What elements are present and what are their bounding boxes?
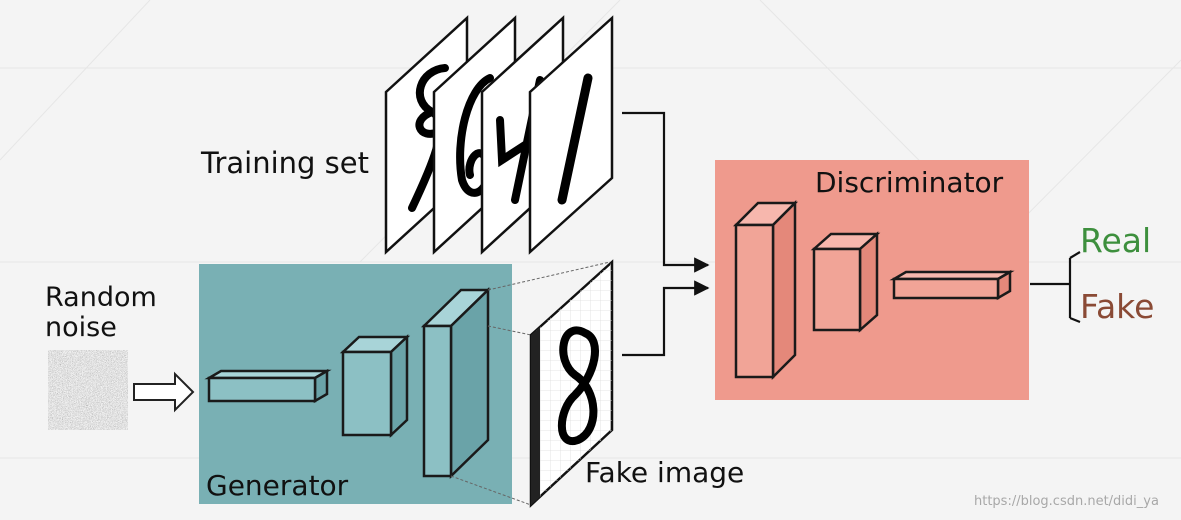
training-set-label: Training set [200, 146, 369, 180]
generator-layer-3 [424, 290, 488, 476]
discriminator-label: Discriminator [815, 166, 1004, 199]
generator-label: Generator [206, 469, 349, 502]
hollow-right-arrow-icon [134, 374, 193, 410]
fake-to-discriminator-arrow [622, 288, 708, 355]
generator-layer-2 [343, 337, 407, 435]
noise-texture-icon [48, 350, 128, 430]
random-noise-label-line1: Random [45, 282, 157, 313]
random-noise-label-line2: noise [45, 312, 117, 343]
discriminator-layer-3 [894, 272, 1010, 298]
generator-layer-1 [209, 371, 327, 401]
watermark: https://blog.csdn.net/didi_ya [974, 494, 1159, 509]
training-to-discriminator-arrow [622, 113, 708, 265]
real-output-label: Real [1080, 221, 1151, 260]
fake-image-label: Fake image [585, 456, 744, 489]
fake-output-label: Fake [1080, 287, 1154, 326]
discriminator-layer-2 [814, 234, 877, 330]
discriminator-layer-1 [736, 203, 795, 377]
